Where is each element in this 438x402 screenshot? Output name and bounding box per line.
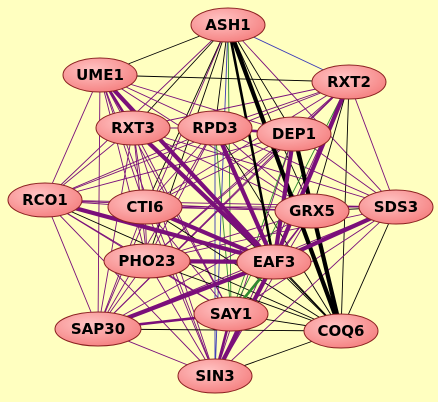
node-rpd3[interactable]: RPD3 bbox=[177, 110, 253, 146]
node-label: EAF3 bbox=[253, 253, 296, 271]
node-ash1[interactable]: ASH1 bbox=[190, 7, 266, 43]
edge-rxt3-sds3 bbox=[132, 127, 397, 208]
edge-rpd3-eaf3 bbox=[212, 125, 277, 265]
node-rxt3[interactable]: RXT3 bbox=[95, 110, 171, 146]
node-label: UME1 bbox=[76, 66, 124, 84]
edge-ash1-say1 bbox=[227, 24, 232, 315]
edge-ume1-rco1 bbox=[44, 74, 101, 201]
node-coq6[interactable]: COQ6 bbox=[303, 313, 379, 349]
node-ellipse bbox=[7, 182, 83, 218]
edge-rco1-eaf3 bbox=[42, 197, 277, 265]
node-ellipse bbox=[256, 116, 332, 152]
node-ellipse bbox=[177, 110, 253, 146]
edge-rxt2-rxt3 bbox=[132, 81, 350, 129]
node-sin3[interactable]: SIN3 bbox=[177, 358, 253, 394]
edge-ume1-dep1 bbox=[99, 74, 295, 135]
node-label: RXT3 bbox=[111, 119, 155, 137]
node-ellipse bbox=[358, 189, 434, 225]
edge-rxt3-sap30 bbox=[97, 127, 134, 330]
edge-rco1-sin3 bbox=[44, 199, 216, 377]
node-label: SDS3 bbox=[374, 198, 419, 216]
node-ellipse bbox=[103, 243, 191, 279]
node-label: GRX5 bbox=[289, 202, 335, 220]
edge-dep1-coq6 bbox=[291, 131, 344, 334]
node-ellipse bbox=[62, 57, 138, 93]
node-label: DEP1 bbox=[272, 125, 316, 143]
node-ellipse bbox=[274, 193, 350, 229]
node-sds3[interactable]: SDS3 bbox=[358, 189, 434, 225]
edge-sds3-sin3 bbox=[214, 206, 397, 377]
node-ellipse bbox=[303, 313, 379, 349]
node-grx5[interactable]: GRX5 bbox=[274, 193, 350, 229]
node-label: SIN3 bbox=[195, 367, 234, 385]
node-rco1[interactable]: RCO1 bbox=[7, 182, 83, 218]
node-label: COQ6 bbox=[318, 322, 365, 340]
node-label: SAY1 bbox=[210, 305, 252, 323]
node-label: PHO23 bbox=[118, 252, 175, 270]
node-ellipse bbox=[236, 244, 312, 280]
node-ellipse bbox=[193, 296, 269, 332]
node-label: SAP30 bbox=[71, 320, 125, 338]
edge-rxt2-sds3 bbox=[348, 81, 397, 208]
edge-rco1-coq6 bbox=[44, 199, 342, 332]
edge-ash1-coq6 bbox=[225, 22, 344, 334]
node-ellipse bbox=[177, 358, 253, 394]
node-ellipse bbox=[190, 7, 266, 43]
edge-rpd3-rco1 bbox=[44, 127, 216, 201]
edge-ume1-rxt2 bbox=[99, 74, 350, 83]
edge-rco1-sap30 bbox=[44, 199, 99, 330]
edge-rpd3-say1 bbox=[214, 127, 232, 315]
edge-rxt2-grx5 bbox=[311, 81, 350, 212]
node-label: ASH1 bbox=[205, 16, 250, 34]
node-ellipse bbox=[311, 64, 387, 100]
node-sap30[interactable]: SAP30 bbox=[54, 311, 142, 347]
node-say1[interactable]: SAY1 bbox=[193, 296, 269, 332]
edge-ash1-sap30 bbox=[97, 24, 229, 330]
edge-ash1-sds3 bbox=[227, 24, 397, 208]
edge-dep1-sap30 bbox=[97, 133, 295, 330]
edge-rxt2-cti6 bbox=[144, 81, 350, 208]
node-eaf3[interactable]: EAF3 bbox=[236, 244, 312, 280]
node-label: RXT2 bbox=[327, 73, 371, 91]
edge-cti6-sin3 bbox=[144, 206, 216, 377]
edge-dep1-eaf3 bbox=[271, 131, 297, 265]
edge-ume1-eaf3 bbox=[97, 72, 277, 265]
node-cti6[interactable]: CTI6 bbox=[107, 189, 183, 225]
edge-rxt2-eaf3 bbox=[271, 79, 352, 265]
edge-sds3-coq6 bbox=[340, 206, 397, 332]
edge-ume1-pho23 bbox=[99, 74, 148, 262]
edge-rxt2-pho23 bbox=[146, 81, 350, 262]
edge-ash1-eaf3 bbox=[226, 23, 276, 264]
node-ellipse bbox=[54, 311, 142, 347]
node-label: RCO1 bbox=[22, 191, 68, 209]
node-rxt2[interactable]: RXT2 bbox=[311, 64, 387, 100]
node-ellipse bbox=[95, 110, 171, 146]
edge-dep1-say1 bbox=[230, 133, 295, 315]
node-ellipse bbox=[107, 189, 183, 225]
edge-ash1-rxt3 bbox=[132, 24, 229, 129]
node-label: RPD3 bbox=[192, 119, 237, 137]
edge-ash1-grx5 bbox=[227, 24, 313, 212]
node-dep1[interactable]: DEP1 bbox=[256, 116, 332, 152]
node-ume1[interactable]: UME1 bbox=[62, 57, 138, 93]
node-pho23[interactable]: PHO23 bbox=[103, 243, 191, 279]
edge-grx5-sap30 bbox=[97, 210, 313, 330]
node-label: CTI6 bbox=[126, 198, 163, 216]
